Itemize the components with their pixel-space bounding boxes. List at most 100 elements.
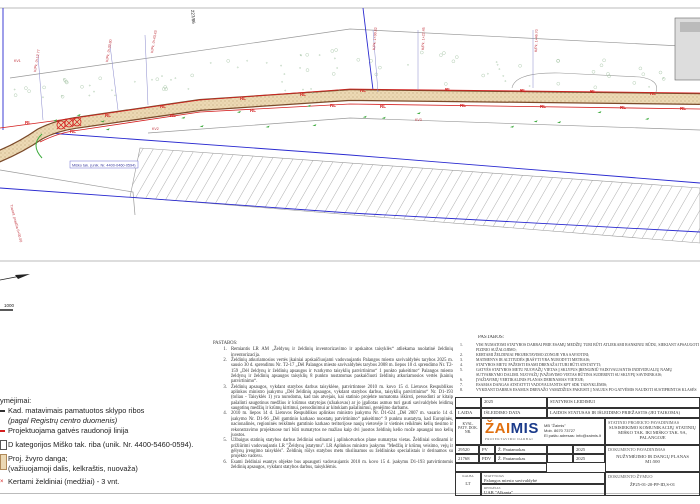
preparer-label: RENGĖJAS	[484, 486, 501, 490]
tree-icon	[486, 72, 489, 75]
tree-icon	[641, 72, 645, 76]
cut-tree-icon	[56, 117, 82, 130]
tree-icon	[378, 65, 382, 70]
tree-icon	[311, 92, 314, 94]
red-line-top	[0, 88, 700, 129]
preparer: UAB "Alkanta"	[484, 490, 514, 495]
note-text: FIZINIO SUŽALOJIMO;	[476, 348, 517, 352]
note-number: 7.	[460, 383, 463, 387]
note-item: Remiantis LR AM „Želdynų ir želdinių inv…	[228, 347, 453, 358]
tree-icon	[111, 89, 113, 92]
note-item: Želdinių apsaugos, vykdant statybos darb…	[228, 385, 453, 412]
red-line-label: RL	[105, 113, 111, 118]
project-name-label: STATINIO PROJEKTO PAVADINIMAS	[608, 420, 680, 425]
notes-left: PASTABOS: Remiantis LR AM „Želdynų ir že…	[213, 341, 453, 470]
tree-icon	[13, 93, 18, 97]
shrub-icon	[199, 125, 204, 128]
tree-icon	[114, 94, 116, 97]
company-name: MB "Žaimis"	[544, 423, 566, 428]
tree-icon	[318, 54, 321, 56]
tree-icon	[442, 51, 446, 55]
red-line-label: RL	[330, 103, 336, 108]
tree-icon	[133, 80, 136, 83]
tree-icon	[13, 88, 16, 91]
red-line-label: RL	[240, 96, 246, 101]
note-item: 1.VISI NUMATOMI STATYBOS DARBAI PRIE ESA…	[460, 343, 700, 348]
logo-text: ŽAI	[485, 420, 511, 437]
tree-icon	[27, 89, 31, 93]
shrub-icon	[265, 125, 270, 128]
note-item: FIZINIO SUŽALOJIMO;	[460, 348, 700, 353]
tree-icon	[356, 58, 360, 62]
tree-icon	[369, 59, 373, 63]
blue-boundary-line	[362, 7, 374, 91]
tree-icon	[170, 79, 172, 81]
note-item: 2.KERTAMI ŽELDINIAI PROJEKTAVIMO ZONOJE …	[460, 353, 700, 358]
tree-icon	[161, 87, 166, 91]
logo-text: MIS	[510, 420, 539, 437]
red-line-label: RL	[70, 129, 76, 134]
company-email[interactable]: El paštu adresas: info@zaimis.lt	[544, 433, 601, 438]
tree-icon	[310, 88, 312, 90]
doc-name: NUŽYMĖJIMO IR DANGŲ PLANAS	[616, 454, 689, 459]
note-text: SUTVARKYMO DALIMI. NUOVAŽŲ ĮVAŽIAVIMO VI…	[476, 373, 663, 377]
curve-label: KV3	[415, 118, 422, 122]
tree-icon	[161, 75, 163, 77]
note-item: Želdinių atkuriamosios vertės įkainiai a…	[228, 358, 453, 385]
tree-icon	[246, 59, 248, 62]
shrub-icon	[53, 119, 58, 122]
scale-bar-label: 1000	[4, 303, 15, 308]
red-line-label: RL	[380, 104, 386, 109]
note-item: 6.ĮVAŽIAVIMŲ VERTIKALINIS PLANAS DERINAM…	[460, 378, 700, 383]
tree-icon	[334, 48, 338, 52]
tb-year: 2025	[481, 397, 547, 408]
shrub-icon	[381, 116, 386, 119]
blue-boundary-line	[0, 187, 700, 233]
logo-subtitle: PROJEKTAVIMO DARBAI	[485, 437, 534, 441]
tree-icon	[420, 50, 424, 55]
red-line-label: RL	[360, 88, 366, 93]
tb-issue-date: IŠLEIDIMO DATA	[481, 408, 547, 418]
note-number: 3.	[460, 358, 463, 362]
legend-item-cut-trees: ×Kertami želdiniai (medžiai) - 3 vnt.	[0, 477, 120, 486]
signer-role: PV	[479, 445, 495, 454]
tree-icon	[336, 67, 339, 69]
legend-item-gravel: Proj. žvyro danga;	[0, 454, 215, 470]
doc-name-label: DOKUMENTO PAVADINIMAS	[608, 447, 666, 452]
tree-icon	[209, 62, 212, 64]
red-line-label: RL	[250, 108, 256, 113]
tree-icon	[155, 77, 160, 81]
legend-label: D kategorijos Miško tak. riba (unik. Nr.…	[8, 440, 194, 449]
station-label: Tranzit. pradžia 0+00.00	[9, 204, 23, 242]
tree-icon	[638, 66, 643, 71]
tree-icon	[265, 62, 268, 64]
red-line-label: RL	[25, 120, 31, 125]
station-label: K/Pk. 0+43.43	[150, 30, 158, 53]
station-label: K/Pk. 0+12.77	[33, 49, 41, 72]
shrub-icon	[100, 120, 105, 123]
tree-icon	[42, 85, 46, 90]
signer-role: PDV	[479, 454, 495, 463]
shrub-icon	[181, 116, 186, 119]
shrub-icon	[510, 125, 514, 128]
curve-label: KV2	[152, 127, 159, 131]
signer-year: 2025	[573, 454, 605, 463]
client-label: STATYTOJAS	[484, 474, 504, 478]
tree-icon	[88, 84, 91, 87]
parcel-boundary	[147, 117, 700, 134]
tree-icon	[518, 64, 522, 68]
legend-label: Kertami želdiniai (medžiai) - 3 vnt.	[8, 477, 120, 486]
note-text: STATYBOS METU PAŽEISTI ESAMI DRENAŽAI TU…	[476, 363, 601, 367]
tree-icon	[607, 74, 611, 78]
red-line-label: RL	[520, 88, 526, 93]
tree-icon	[658, 70, 663, 75]
tree-icon	[65, 80, 69, 85]
tree-icon	[305, 53, 309, 57]
signer-code: 21768	[455, 454, 479, 463]
doc-code: ŽP25-01-20-PP-ID,S-01	[629, 482, 676, 487]
note-number: 4.	[460, 363, 463, 367]
signer-year: 2025	[573, 445, 605, 454]
note-number: 6.	[460, 378, 463, 382]
tree-icon	[648, 86, 650, 88]
